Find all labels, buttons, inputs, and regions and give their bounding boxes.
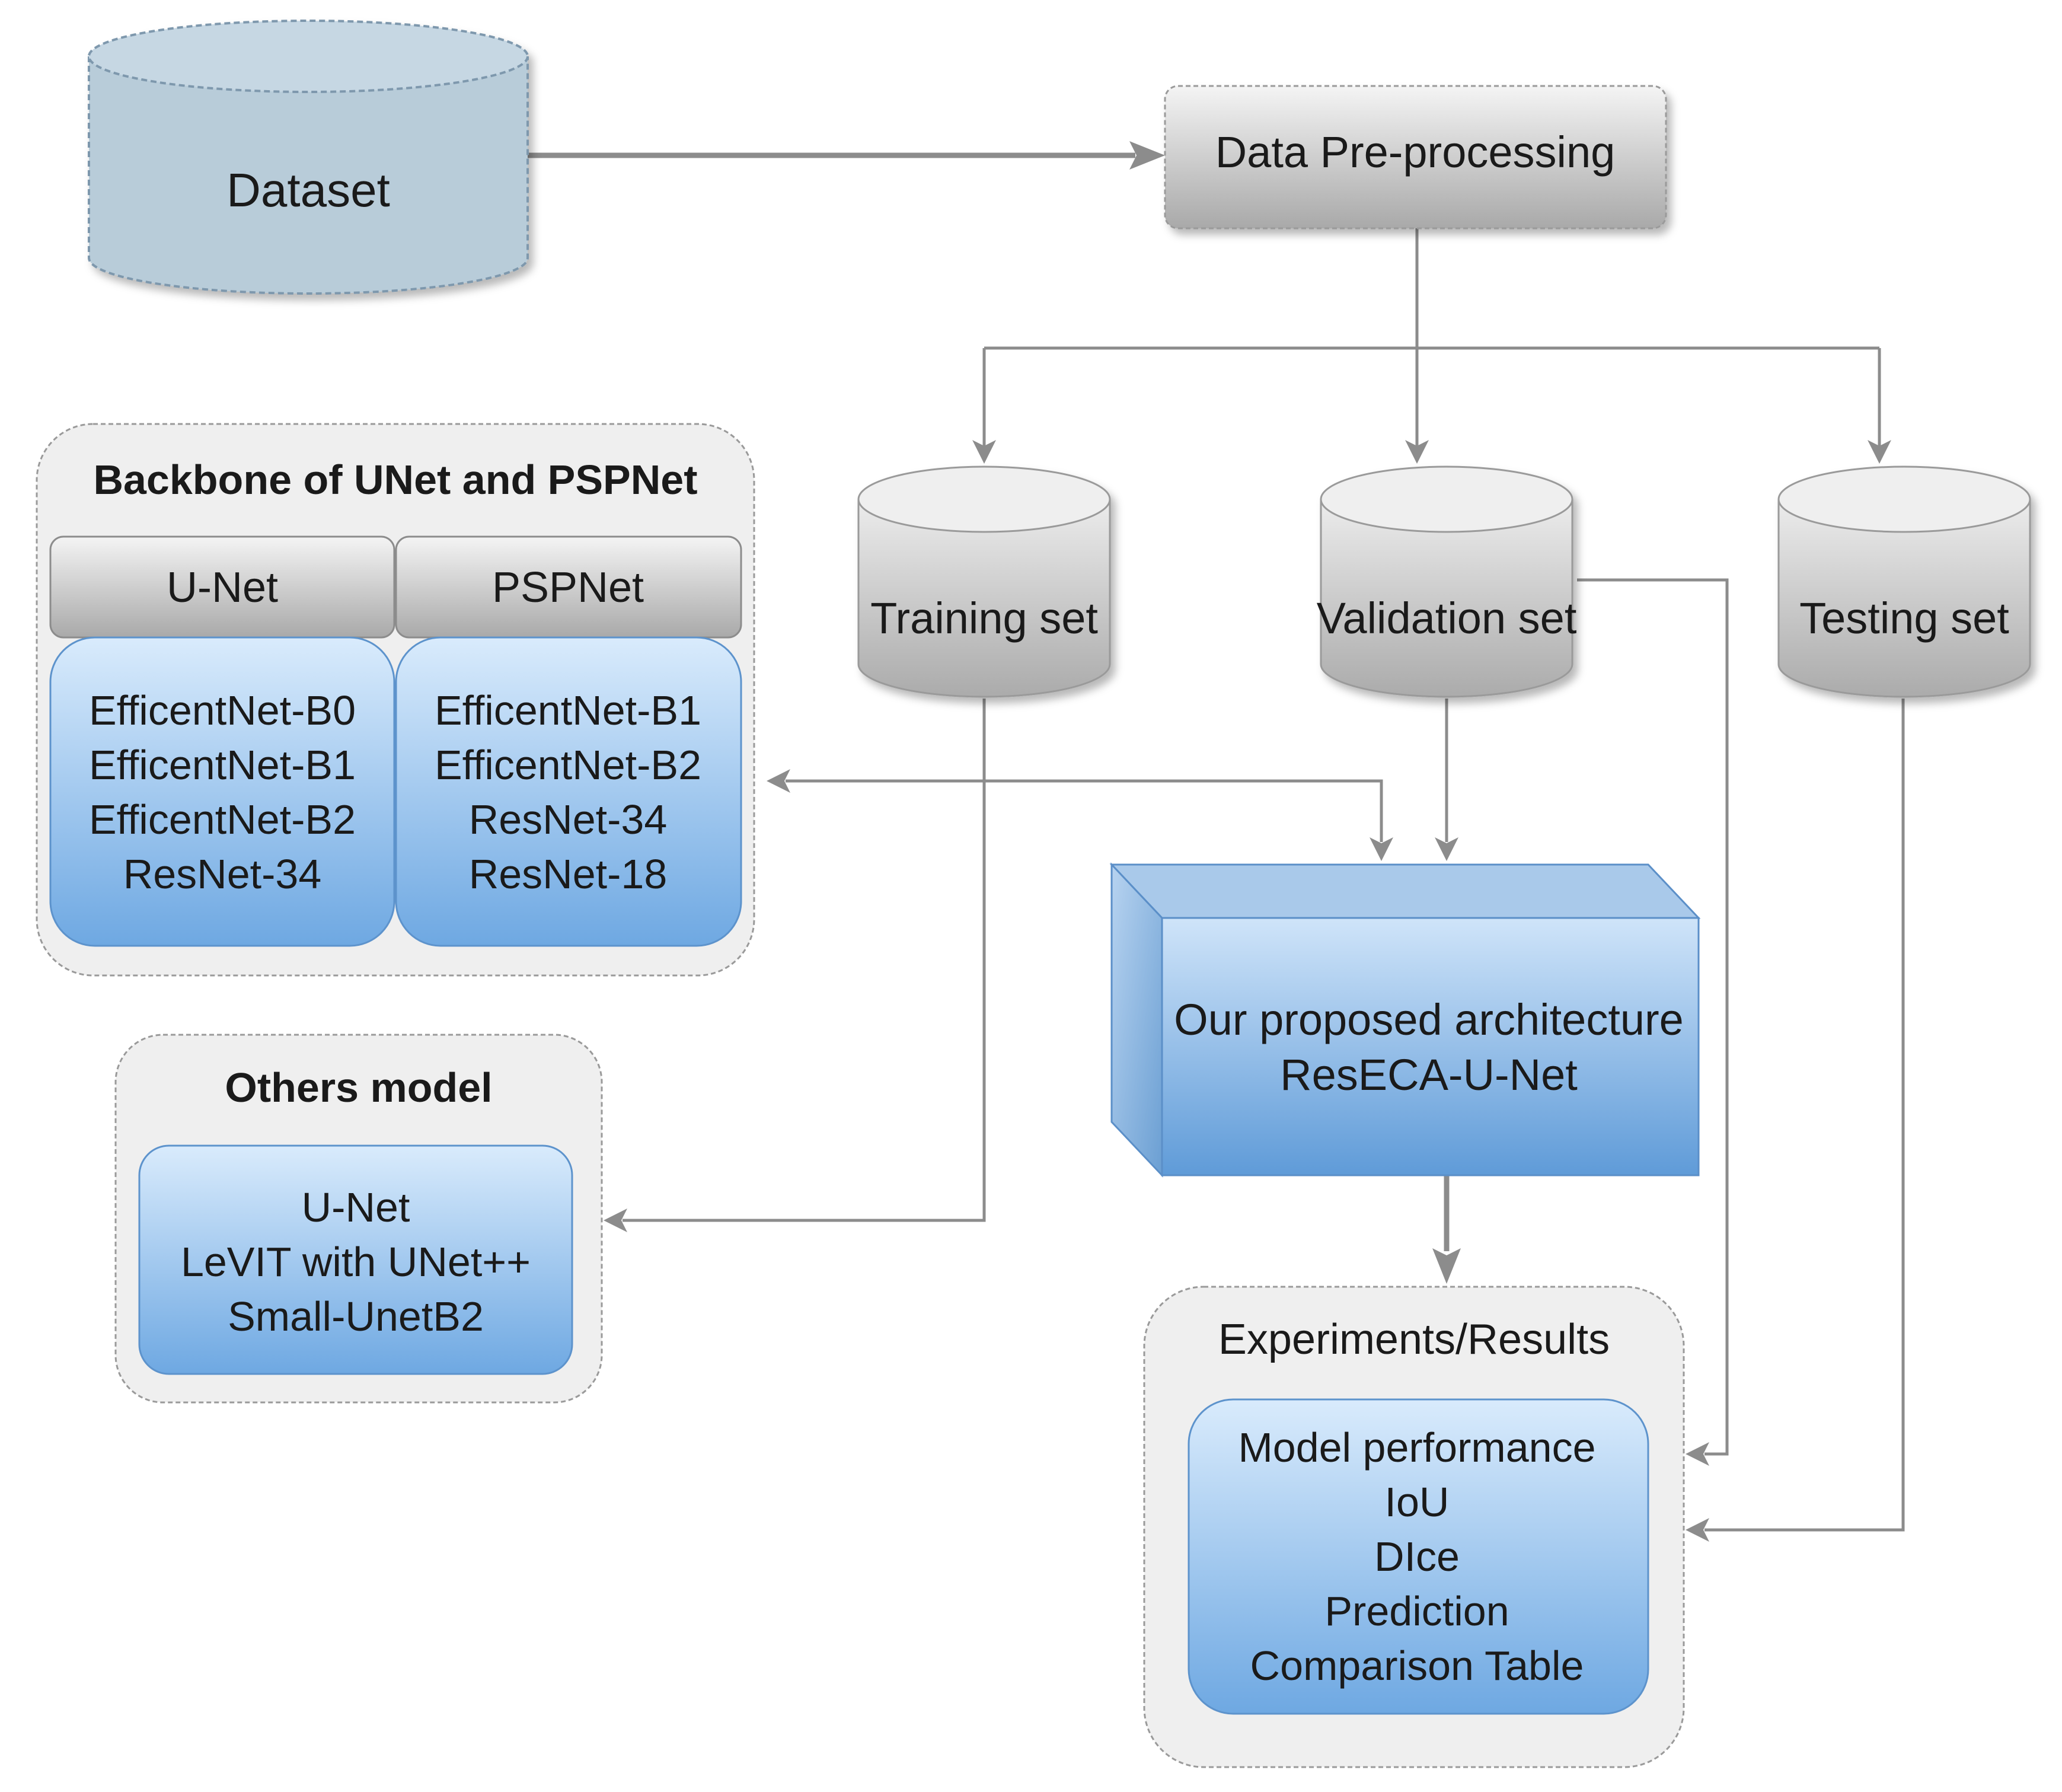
unet-item: EfficentNet-B1 (89, 742, 356, 788)
preprocessing-label: Data Pre-processing (1215, 127, 1616, 177)
arrowhead-results-validation (1686, 1442, 1709, 1466)
unet-item: EfficentNet-B0 (89, 687, 356, 734)
unet-header-label: U-Net (167, 564, 278, 611)
connector-backbone-proposed (786, 779, 1383, 842)
proposed-architecture-box (1109, 862, 1701, 1178)
others-title: Others model (225, 1064, 492, 1111)
others-list (138, 1144, 573, 1375)
testing-set-label: Testing set (1799, 594, 2009, 643)
training-set-label: Training set (870, 594, 1098, 643)
results-list (1188, 1398, 1649, 1715)
testing-set-cylinder (1777, 465, 2031, 698)
unet-item: EfficentNet-B2 (89, 796, 356, 843)
arrowhead-preprocessing (1129, 141, 1165, 170)
arrowhead-results-testing (1686, 1518, 1709, 1542)
arrowhead-others (604, 1209, 627, 1232)
proposed-line: Our proposed architecture (1174, 995, 1684, 1044)
training-set-cylinder (857, 465, 1111, 698)
results-item: Prediction (1324, 1588, 1509, 1634)
pspnet-item: EfficentNet-B2 (435, 742, 701, 788)
connector-preprocessing-split (982, 228, 1881, 446)
arrowhead-proposed-left (1370, 837, 1393, 861)
unet-backbone-list (49, 636, 395, 947)
arrowhead-results-main (1432, 1248, 1461, 1284)
arrowhead-proposed-right (1435, 837, 1458, 861)
preprocessing-box (1164, 85, 1667, 229)
validation-set-label: Validation set (1317, 594, 1577, 643)
proposed-line: ResECA-U-Net (1280, 1050, 1578, 1099)
results-item: Model performance (1238, 1424, 1595, 1471)
validation-set-cylinder (1320, 465, 1573, 698)
others-item: U-Net (302, 1184, 410, 1230)
dataset-cylinder (88, 20, 529, 295)
arrowhead-backbone (767, 769, 790, 793)
pspnet-item: ResNet-34 (469, 796, 668, 843)
connector-validation-results (1577, 578, 1729, 1456)
others-item: Small-UnetB2 (228, 1293, 484, 1340)
arrowhead-validation (1405, 440, 1429, 464)
results-item: DIce (1374, 1533, 1460, 1580)
unet-item: ResNet-34 (123, 851, 322, 897)
dataset-label: Dataset (226, 164, 390, 216)
connector-testing-results (1704, 699, 1905, 1532)
backbone-title: Backbone of UNet and PSPNet (93, 457, 697, 503)
arrowhead-testing (1868, 440, 1891, 464)
results-title: Experiments/Results (1218, 1316, 1610, 1363)
results-item: IoU (1385, 1479, 1450, 1525)
pspnet-backbone-list (395, 636, 742, 947)
connectors (528, 141, 1905, 1542)
pspnet-header-label: PSPNet (492, 564, 644, 611)
pspnet-item: ResNet-18 (469, 851, 668, 897)
pspnet-item: EfficentNet-B1 (435, 687, 701, 734)
results-item: Comparison Table (1250, 1643, 1584, 1689)
connector-training-to-others (623, 699, 986, 1222)
others-item: LeVIT with UNet++ (181, 1239, 531, 1285)
arrowhead-training (972, 440, 996, 464)
